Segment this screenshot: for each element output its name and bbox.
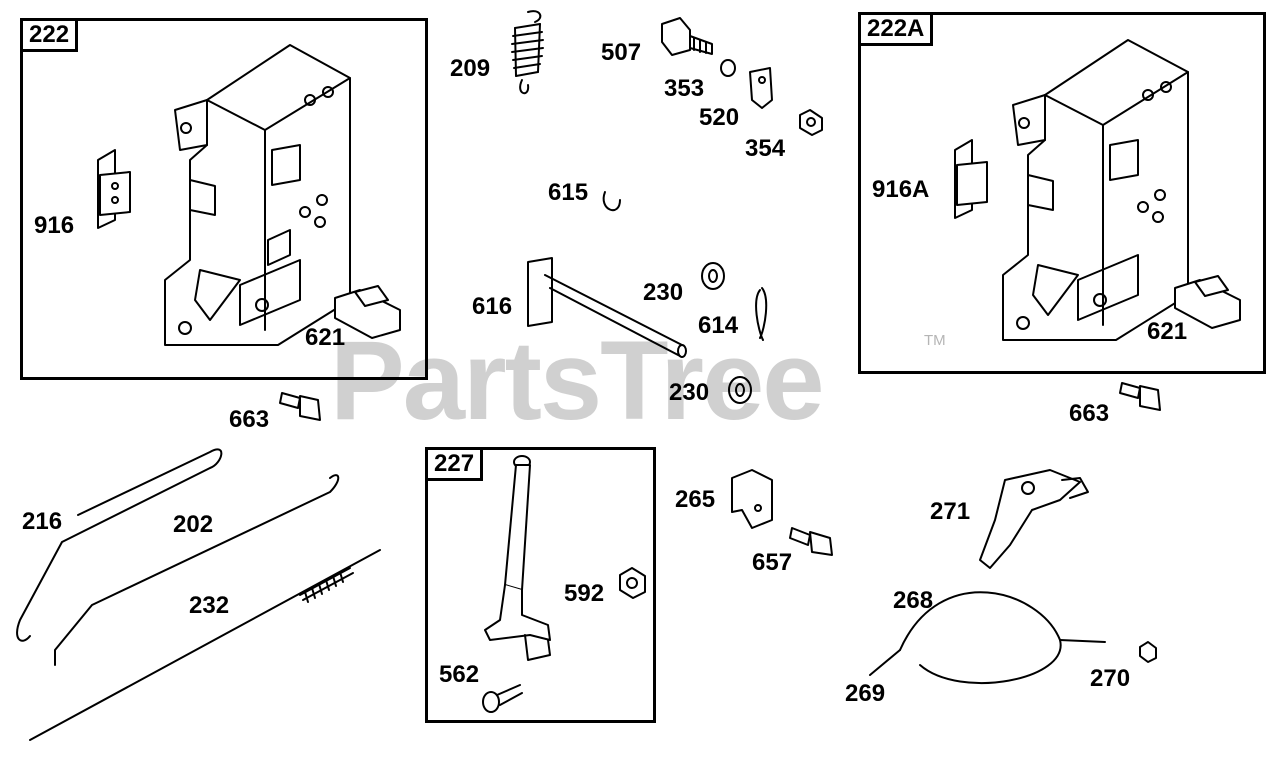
nut-592-drawing	[619, 567, 646, 599]
label-202: 202	[173, 511, 214, 538]
clip-621-drawing	[334, 285, 401, 339]
washer-230-b-drawing	[728, 376, 752, 404]
label-353: 353	[664, 75, 705, 102]
screw-657-drawing	[789, 527, 833, 556]
watermark: PartsTree	[330, 318, 825, 443]
washer-230-a-drawing	[701, 262, 725, 290]
label-657: 657	[752, 549, 793, 576]
bracket-520-drawing	[749, 67, 773, 109]
spring-209-drawing	[511, 10, 544, 95]
nut-354-drawing	[799, 109, 823, 136]
governor-clip-916a-drawing	[954, 139, 988, 219]
label-269: 269	[845, 680, 886, 707]
control-bracket-drawing	[164, 44, 351, 346]
box-222-tag: 222	[20, 18, 79, 52]
shaft-616-drawing	[527, 257, 687, 358]
label-265: 265	[675, 486, 716, 513]
link-202-drawing	[54, 474, 340, 666]
clip-615-drawing	[602, 191, 621, 212]
washer-353-drawing	[720, 59, 736, 77]
clip-621-b-drawing	[1174, 275, 1241, 329]
bracket-265-drawing	[731, 469, 773, 529]
label-621-a: 621	[305, 324, 346, 351]
governor-clip-916-drawing	[97, 149, 131, 229]
screw-663-b-drawing	[1119, 382, 1161, 411]
label-621-b: 621	[1147, 318, 1188, 345]
label-616: 616	[472, 293, 513, 320]
trademark-mark: TM	[924, 332, 946, 349]
lever-271-drawing	[979, 469, 1089, 569]
label-663-a: 663	[229, 406, 270, 433]
box-222a: 222A	[858, 12, 1266, 374]
cable-268-drawing	[869, 591, 1106, 684]
box-227: 227	[425, 447, 656, 723]
label-592: 592	[564, 580, 605, 607]
label-232: 232	[189, 592, 230, 619]
label-562: 562	[439, 661, 480, 688]
nut-270-drawing	[1139, 641, 1157, 663]
label-216: 216	[22, 508, 63, 535]
label-209: 209	[450, 55, 491, 82]
label-520: 520	[699, 104, 740, 131]
label-614: 614	[698, 312, 739, 339]
pin-614-drawing	[755, 287, 768, 341]
box-222a-tag: 222A	[858, 12, 934, 46]
link-216-drawing	[16, 448, 223, 642]
label-615: 615	[548, 179, 589, 206]
label-916: 916	[34, 212, 75, 239]
box-222: 222	[20, 18, 428, 380]
lever-227-drawing	[484, 455, 551, 661]
screw-507-drawing	[661, 17, 713, 56]
label-230-a: 230	[643, 279, 684, 306]
label-663-b: 663	[1069, 400, 1110, 427]
label-268: 268	[893, 587, 934, 614]
control-bracket-222a-drawing	[1002, 39, 1189, 341]
label-507: 507	[601, 39, 642, 66]
box-227-tag: 227	[425, 447, 484, 481]
link-232-drawing	[29, 549, 381, 741]
label-230-b: 230	[669, 379, 710, 406]
label-271: 271	[930, 498, 971, 525]
label-916a: 916A	[872, 176, 930, 203]
screw-663-a-drawing	[279, 392, 321, 421]
label-354: 354	[745, 135, 786, 162]
label-270: 270	[1090, 665, 1131, 692]
screw-562-drawing	[482, 684, 523, 713]
